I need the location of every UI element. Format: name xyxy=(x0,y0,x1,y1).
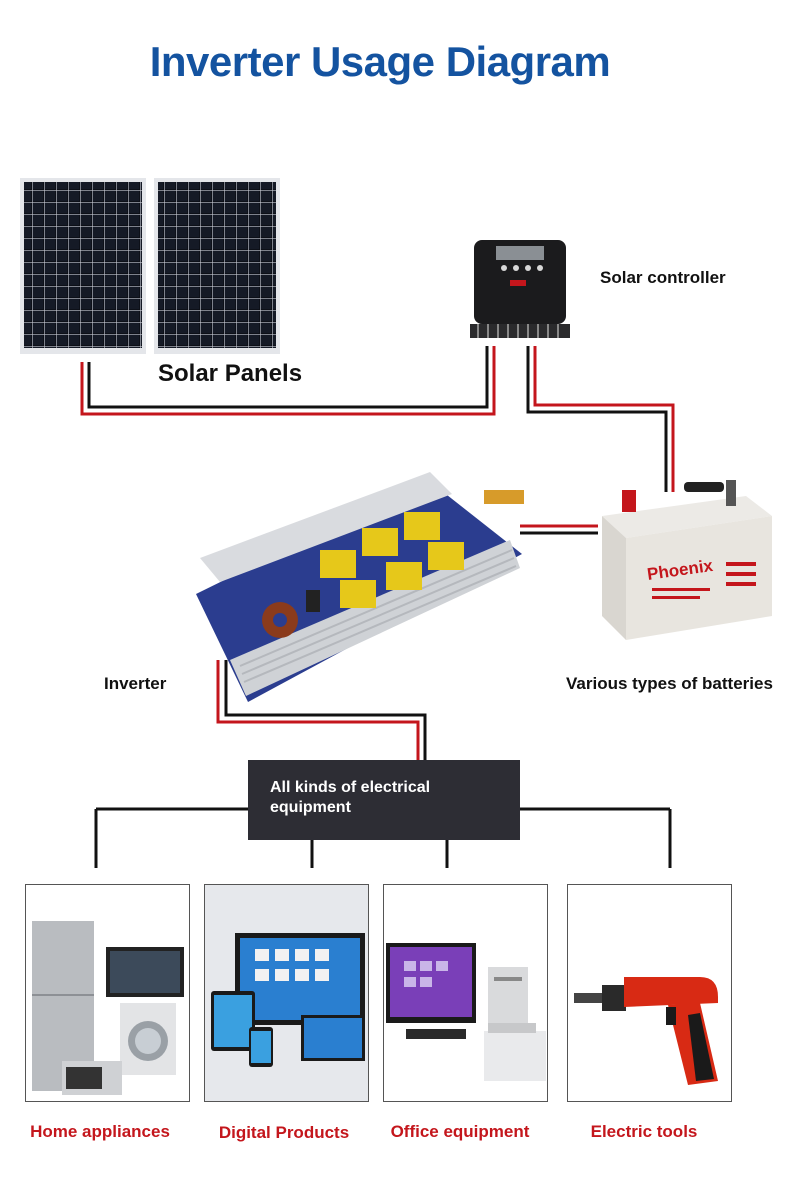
battery-image: Phoenix xyxy=(596,476,776,642)
inverter-board-icon xyxy=(196,472,524,702)
solar-controller-image xyxy=(468,236,572,348)
distribution-lines xyxy=(94,807,672,868)
category-label-office-equipment: Office equipment xyxy=(390,1122,530,1141)
home-appliances-icon xyxy=(32,921,184,1095)
solar-panel-icon xyxy=(20,178,280,354)
inverter-image xyxy=(190,470,530,720)
solar-panels-image xyxy=(20,178,282,356)
electrical-equipment-box: All kinds of electrical equipment xyxy=(248,760,520,840)
category-label-electric-tools: Electric tools xyxy=(590,1122,698,1141)
solar-panels-label: Solar Panels xyxy=(158,360,303,387)
wire-panels-to-controller xyxy=(80,346,496,416)
battery-icon: Phoenix xyxy=(602,480,772,640)
digital-products-icon xyxy=(211,933,365,1067)
office-equipment-icon xyxy=(386,943,546,1081)
home-appliances-image xyxy=(25,884,190,1102)
diagram-title: Inverter Usage Diagram xyxy=(149,38,611,85)
inverter-label: Inverter xyxy=(104,674,167,693)
batteries-label: Various types of batteries xyxy=(566,674,773,693)
category-label-home-appliances: Home appliances xyxy=(30,1122,170,1141)
category-label-digital-products: Digital Products xyxy=(218,1123,350,1142)
electric-drill-icon xyxy=(574,977,718,1085)
electrical-equipment-label: All kinds of electrical equipment xyxy=(270,779,431,816)
wire-inverter-to-equipment xyxy=(216,660,427,760)
office-equipment-image xyxy=(383,884,548,1102)
wire-battery-to-inverter xyxy=(520,524,598,535)
solar-controller-label: Solar controller xyxy=(600,268,726,287)
digital-products-image xyxy=(204,884,369,1102)
wire-controller-to-battery xyxy=(526,346,675,492)
electric-tools-image xyxy=(567,884,732,1102)
charge-controller-icon xyxy=(470,240,570,338)
